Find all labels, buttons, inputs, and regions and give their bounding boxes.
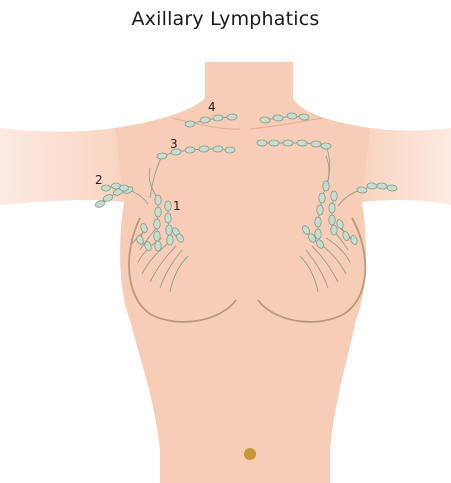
lymph-node (165, 213, 171, 223)
lymph-node (329, 203, 335, 213)
lymph-node (120, 185, 129, 191)
lymph-node (227, 114, 237, 121)
lymph-node (166, 225, 172, 235)
lymph-node (199, 146, 209, 153)
navel (244, 448, 256, 460)
lymph-node (154, 231, 160, 241)
label-level-1: 1 (173, 199, 181, 213)
lymph-node (200, 117, 210, 124)
label-level-2: 2 (95, 173, 103, 187)
lymph-node (329, 215, 335, 225)
lymph-node (213, 146, 223, 153)
lymph-node (157, 153, 167, 160)
right-arm-of-figure (0, 128, 124, 205)
label-level-4: 4 (208, 100, 216, 114)
lymph-node (102, 185, 111, 191)
lymph-node (331, 191, 337, 201)
lymph-node (317, 205, 323, 215)
lymph-node (283, 140, 293, 146)
lymph-node (155, 207, 161, 217)
torso-silhouette (0, 62, 451, 483)
lymph-node (154, 219, 160, 229)
lymph-node (297, 140, 307, 146)
lymph-node (315, 229, 321, 239)
lymph-node (377, 183, 387, 190)
lymph-node (185, 147, 195, 154)
label-level-3: 3 (170, 137, 178, 151)
lymph-node (323, 181, 329, 191)
lymph-node (387, 185, 397, 192)
lymph-node (321, 143, 331, 149)
lymph-node (213, 115, 223, 122)
lymph-node (331, 225, 337, 235)
lymph-node (260, 117, 270, 124)
lymph-node (315, 217, 321, 227)
lymph-node (357, 187, 367, 194)
lymph-node (185, 121, 195, 128)
lymph-node (367, 183, 377, 190)
lymph-node (269, 140, 279, 146)
lymph-node (257, 140, 267, 146)
lymph-node (165, 201, 171, 211)
lymph-node (287, 113, 297, 120)
lymph-node (167, 235, 173, 245)
lymph-node (155, 195, 161, 205)
lymph-node (311, 141, 321, 147)
lymph-node (225, 147, 235, 154)
lymph-node (273, 115, 283, 122)
lymph-node (155, 241, 161, 251)
lymph-node (299, 114, 309, 121)
left-arm-of-figure (362, 128, 451, 205)
lymph-node (319, 193, 325, 203)
